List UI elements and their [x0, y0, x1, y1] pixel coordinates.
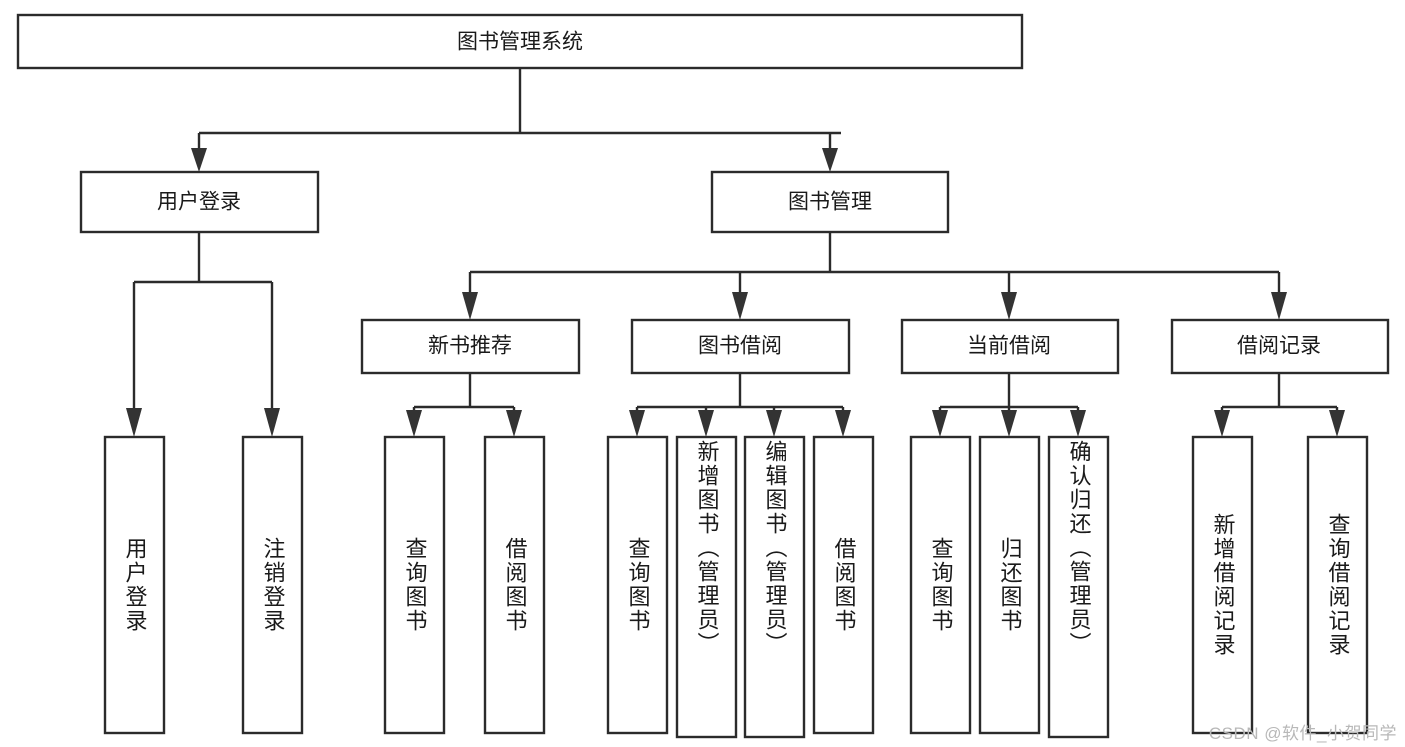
node-borrow-record[interactable]: 借阅记录 [1170, 318, 1390, 375]
node-current-borrow-label: 当前借阅 [967, 335, 1051, 358]
leaf-box-borrow-book-1[interactable] [483, 435, 546, 735]
arrow-head-icon [732, 292, 748, 320]
arrow-head-icon [462, 292, 478, 320]
arrow-head-icon [1070, 410, 1086, 437]
leaf-box-query-book-3[interactable] [909, 435, 972, 735]
leaf-box-query-book-2[interactable] [606, 435, 669, 735]
arrow-head-icon [932, 410, 948, 437]
arrow-head-icon [835, 410, 851, 437]
leaf-boxes-borrow-record[interactable] [1191, 435, 1369, 735]
arrow-head-icon [1001, 410, 1017, 437]
node-new-book-recommend[interactable]: 新书推荐 [360, 318, 581, 375]
connector-group-borrow-to-leaves [629, 373, 851, 437]
node-new-book-recommend-box[interactable] [360, 318, 581, 375]
node-root-label: 图书管理系统 [457, 31, 583, 54]
leaf-box-query-book-1[interactable] [383, 435, 446, 735]
leaf-boxes-new-book-recommend[interactable] [383, 435, 546, 735]
leaf-box-confirm-return-admin[interactable] [1047, 435, 1110, 739]
connector-group-newbook-to-leaves [406, 373, 522, 437]
arrow-head-icon [698, 410, 714, 437]
connector-group-record-to-leaves [1214, 373, 1345, 437]
node-borrow-record-label: 借阅记录 [1237, 335, 1321, 358]
node-current-borrow-box[interactable] [900, 318, 1120, 375]
arrow-head-icon [126, 408, 142, 437]
leaf-boxes-user-login[interactable] [103, 435, 304, 735]
arrow-head-icon [406, 410, 422, 437]
node-book-borrow-label: 图书借阅 [698, 335, 782, 358]
node-root[interactable]: 图书管理系统 [16, 13, 1024, 70]
node-book-management-box[interactable] [710, 170, 950, 234]
leaf-box-add-record[interactable] [1191, 435, 1254, 735]
leaf-box-edit-book-admin[interactable] [743, 435, 806, 739]
arrow-head-icon [264, 408, 280, 437]
node-current-borrow[interactable]: 当前借阅 [900, 318, 1120, 375]
arrow-head-icon [1271, 292, 1287, 320]
leaf-box-user-login[interactable] [103, 435, 166, 735]
node-user-login-label: 用户登录 [157, 191, 241, 214]
connector-group-current-to-leaves [932, 373, 1086, 437]
leaf-box-borrow-book-2[interactable] [812, 435, 875, 735]
connector-group-root-to-level2 [191, 68, 841, 172]
connector-group-bookmgmt-to-level3 [462, 232, 1287, 320]
node-user-login[interactable]: 用户登录 [79, 170, 320, 234]
node-borrow-record-box[interactable] [1170, 318, 1390, 375]
node-book-management-label: 图书管理 [788, 191, 872, 214]
arrow-head-icon [1001, 292, 1017, 320]
node-new-book-recommend-label: 新书推荐 [428, 335, 512, 358]
arrow-head-icon [822, 148, 838, 172]
node-book-borrow-box[interactable] [630, 318, 851, 375]
node-user-login-box[interactable] [79, 170, 320, 234]
arrow-head-icon [629, 410, 645, 437]
arrow-head-icon [191, 148, 207, 172]
leaf-box-return-book[interactable] [978, 435, 1041, 735]
arrow-head-icon [506, 410, 522, 437]
connector-group-login-to-leaves [126, 232, 280, 437]
leaf-box-logout[interactable] [241, 435, 304, 735]
arrow-head-icon [1329, 410, 1345, 437]
node-book-management[interactable]: 图书管理 [710, 170, 950, 234]
leaf-boxes-current-borrow[interactable] [909, 435, 1110, 739]
arrow-head-icon [1214, 410, 1230, 437]
node-book-borrow[interactable]: 图书借阅 [630, 318, 851, 375]
leaf-box-query-record[interactable] [1306, 435, 1369, 735]
node-root-box[interactable] [16, 13, 1024, 70]
leaf-boxes-book-borrow[interactable] [606, 435, 875, 739]
arrow-head-icon [766, 410, 782, 437]
leaf-box-add-book-admin[interactable] [675, 435, 738, 739]
